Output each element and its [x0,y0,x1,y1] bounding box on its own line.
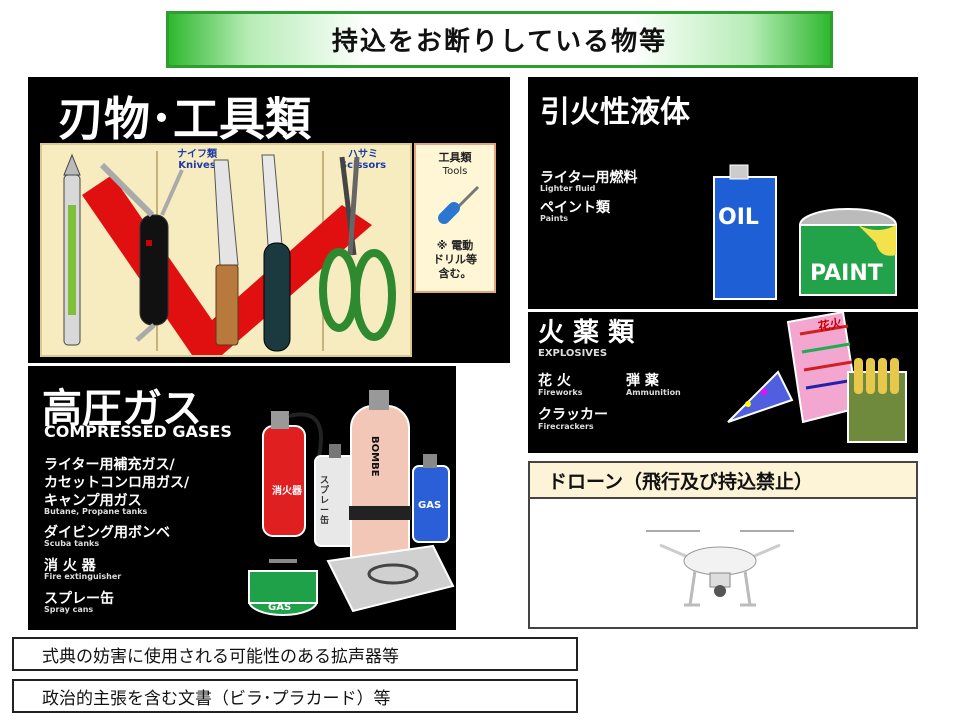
note-megaphone: 式典の妨害に使用される可能性のある拡声器等 [12,637,578,671]
explosives-heading: 火 薬 類 [538,318,635,348]
fireworks-box-icon [786,312,860,424]
blades-tools-panel: 刃物･工具類 ナイフ類 Knives ハサミ Scissors [28,77,510,363]
drone-title: ドローン（飛行及び持込禁止） [548,470,814,493]
kitchen-knife-icon [213,159,239,346]
spray-can-label: スプレー缶 [320,476,330,526]
extinguisher-label: 消火器 [272,486,302,497]
ammunition-icon [847,358,907,443]
tools-box: 工具類 Tools ※ 電動 ドリル等 含む。 [414,143,496,293]
party-cracker-icon [727,370,794,423]
knives-label: ナイフ類 [177,149,217,160]
folding-knife-icon [261,154,291,352]
blades-illustration-area: ナイフ類 Knives ハサミ Scissors [40,143,412,357]
item-lighter-fluid-en: Lighter fluid [540,184,596,193]
item-paints-en: Paints [540,214,569,223]
camping-stove-label: GAS [268,602,292,613]
gases-heading: 高圧ガス [42,386,202,432]
item-scuba-tanks: ダイビング用ボンベ [44,525,170,541]
screwdriver-icon [438,185,480,224]
item-cassette-gas: カセットコンロ用ガス/ [44,475,190,491]
item-fireworks: 花 火 [538,373,571,389]
note-political-documents: 政治的主張を含む文書（ビラ･プラカード）等 [12,679,578,713]
blades-heading: 刃物･工具類 [58,92,311,146]
scuba-tank-icon [349,390,411,577]
scuba-tank-label: BOMBE [369,436,380,477]
blades-illustration [63,153,396,355]
item-spray-cans: スプレー缶 [44,591,114,607]
item-spray-cans-en: Spray cans [44,605,94,614]
tools-note-line-1: ※ 電動 [436,239,474,252]
item-extinguisher-en: Fire extinguisher [44,572,122,581]
drone-box: ドローン（飛行及び持込禁止） [528,461,918,629]
tools-note-line-2: ドリル等 [433,253,477,266]
cutter-knife-icon [63,153,81,346]
army-knife-icon [99,162,184,342]
explosives-illustration [727,312,907,443]
scissors-icon [319,156,396,341]
knives-label-en: Knives [178,160,216,171]
item-ammunition-en: Ammunition [626,388,681,397]
gas-can-label: GAS [418,500,442,511]
item-firecrackers-en: Firecrackers [538,422,594,431]
item-ammunition: 弾 薬 [626,373,659,389]
tools-label: 工具類 [438,151,472,164]
flammable-heading: 引火性液体 [540,95,690,130]
flammable-illustration [713,164,897,300]
item-lighter-fluid: ライター用燃料 [540,170,638,186]
gas-can-icon [412,454,450,543]
tools-note-line-3: 含む。 [438,267,472,280]
item-paints: ペイント類 [540,200,610,216]
item-lighter-gas: ライター用補充ガス/ [44,457,175,473]
item-camping-gas-en: Butane, Propane tanks [44,507,148,516]
title-banner: 持込をお断りしている物等 [166,11,833,68]
explosives-panel: 火 薬 類 EXPLOSIVES 花 火 Fireworks 弾 薬 Ammun… [528,312,918,453]
note-megaphone-text: 式典の妨害に使用される可能性のある拡声器等 [42,646,399,667]
item-extinguisher: 消 火 器 [44,558,96,574]
drone-header: ドローン（飛行及び持込禁止） [530,463,916,499]
scissors-label-en: Scissors [339,160,387,171]
scissors-label: ハサミ [348,149,378,160]
item-camping-gas: キャンプ用ガス [44,493,142,509]
item-fireworks-en: Fireworks [538,388,583,397]
oil-can-icon [713,164,777,300]
flammable-liquids-panel: 引火性液体 ライター用燃料 Lighter fluid ペイント類 Paints… [528,77,918,309]
paint-can-icon [799,208,897,296]
item-scuba-tanks-en: Scuba tanks [44,539,100,548]
gases-illustration [248,390,455,616]
tools-label-en: Tools [442,166,468,177]
gases-heading-en: COMPRESSED GASES [44,422,232,441]
paint-can-label: PAINT [810,261,883,286]
compressed-gases-panel: 高圧ガス COMPRESSED GASES ライター用補充ガス/ カセットコンロ… [28,366,456,630]
page-title: 持込をお断りしている物等 [331,27,668,57]
explosives-heading-en: EXPLOSIVES [538,348,608,359]
note-political-documents-text: 政治的主張を含む文書（ビラ･プラカード）等 [42,688,391,709]
drone-icon [646,530,794,607]
cassette-stove-icon [326,544,455,613]
item-firecrackers: クラッカー [538,407,608,423]
camping-stove-icon [248,559,318,616]
oil-can-label: OIL [718,205,759,230]
fire-extinguisher-icon [262,411,323,537]
